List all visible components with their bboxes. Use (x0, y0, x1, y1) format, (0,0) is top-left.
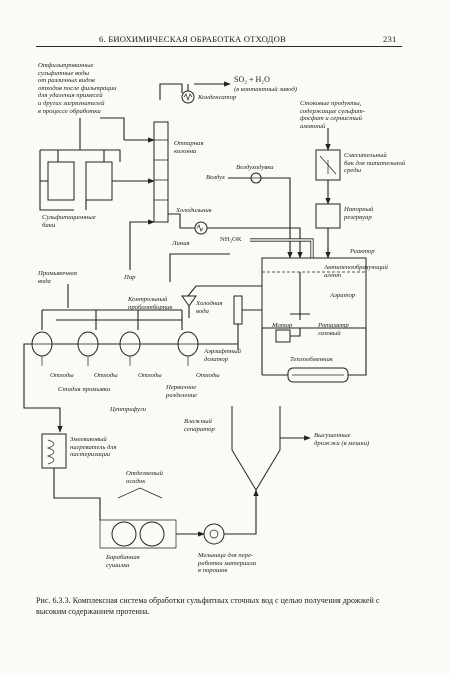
vapor-line (159, 83, 183, 100)
figure-caption: Рис. 6.3.3. Комплексная система обработк… (36, 596, 380, 616)
sulfitation-tank-2 (85, 161, 113, 201)
pressure-tank (315, 203, 341, 229)
nh3-label: NH₃OK (220, 236, 242, 243)
centrifuge-1 (31, 331, 53, 366)
blower-label: Воздуходувка (236, 164, 274, 171)
mixing-tank-label: Смесительный бак для питательной среды (344, 152, 406, 175)
steam-line (129, 219, 155, 270)
lime-label: Линия (172, 240, 190, 247)
so2-note: (в контактный завод) (234, 86, 297, 93)
condenser-icon (181, 90, 195, 104)
stripping-column-label: Отпарная колонна (174, 140, 204, 155)
header-rule (36, 46, 402, 47)
so2-label: SO₂ + H₂O (234, 75, 270, 84)
control-valve-icon (181, 295, 197, 307)
air-label: Воздух (206, 174, 226, 181)
drum-dryer-label: Барабанная сушилка (106, 554, 140, 569)
motor-label: Мотор (272, 322, 293, 329)
control-valve-label: Контрольный пробоотборник (128, 296, 173, 311)
drum-dryer-roll-1 (111, 521, 137, 547)
cold-water-label: Холодная вода (196, 300, 223, 315)
centrifuge-4 (177, 331, 199, 366)
condenser-label: Конденсатор (198, 94, 237, 101)
steam-label: Пар (124, 274, 136, 281)
pasteurizer-label: Змеевиковый нагреватель для пастеризации (70, 436, 117, 459)
reactor-label: Реактор (350, 248, 375, 255)
waste-tank-label: Отделяемый осадок (126, 470, 163, 485)
page-number: 231 (383, 34, 397, 44)
heat-exchanger-label: Теплообменник (290, 356, 333, 363)
waste-label-3: Отходы (138, 372, 162, 379)
blower-icon (250, 172, 262, 184)
rotameter-icon (233, 295, 243, 325)
hammer-mill-icon (203, 523, 225, 545)
centrifuge-3 (119, 331, 141, 366)
centrifuges-label: Центрифуги (110, 406, 147, 413)
pressure-tank-label: Напорный резервуар (344, 206, 374, 221)
cyclone-hopper (231, 406, 281, 491)
filtered-waste-label: Отфильтрованные сульфитные воды от разли… (38, 62, 117, 115)
motor-icon (275, 329, 291, 343)
waste-label-2: Отходы (94, 372, 118, 379)
stripping-column (153, 121, 169, 223)
rinse-water-label: Промывочная вода (38, 270, 78, 285)
sulfitation-tanks-label: Сульфитационные баки (42, 214, 96, 229)
dry-yeast-label: Высушенные дрожжи (в мешки) (314, 432, 370, 447)
centrifuge-2 (77, 331, 99, 366)
wash-stage-label: Стадия промывки (58, 386, 111, 393)
hammer-mill-label: Мельница для пере- работки материала в п… (198, 552, 257, 575)
cyclone-label: Влажный сепаратор (184, 418, 215, 433)
running-header: 6. БИОХИМИЧЕСКАЯ ОБРАБОТКА ОТХОДОВ (99, 34, 286, 44)
cooler-icon (194, 221, 208, 235)
antifoam-label: Антипенообразующий агент (324, 264, 388, 279)
aerator (290, 272, 310, 320)
rotameter-label: Ротаметр газовый (318, 322, 349, 337)
waste-label-1: Отходы (50, 372, 74, 379)
cooler-label: Холодильник (176, 207, 212, 214)
drum-dryer-roll-2 (139, 521, 165, 547)
solutions-label: Стоковые продукты, содержащие сульфит- ф… (300, 100, 365, 130)
airlift-label: Аэрлифтный дозатор (204, 348, 241, 363)
primary-separation-label: Первичное разделение (166, 384, 198, 399)
air-line (261, 177, 293, 259)
reactor-tank (261, 257, 367, 329)
waste-label-4: Отходы (196, 372, 220, 379)
agitator-label: Аэратор (330, 292, 356, 299)
sulfitation-tank-1 (47, 161, 75, 201)
